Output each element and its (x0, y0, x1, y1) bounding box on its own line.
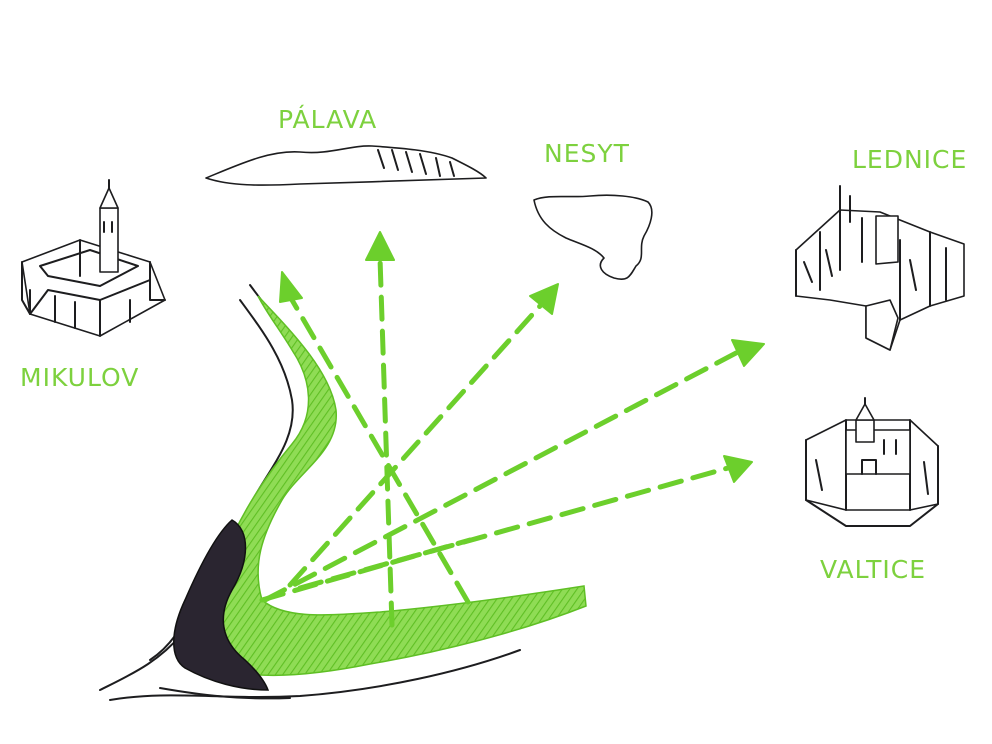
view-lines (259, 231, 765, 628)
palava-hill (205, 145, 487, 186)
hill-silhouette-icon (205, 145, 487, 186)
label-valtice: VALTICE (820, 555, 926, 584)
chateau-icon (805, 397, 939, 527)
label-mikulov: MIKULOV (20, 363, 139, 392)
arrow-head-icon (731, 339, 765, 367)
arrow-head-icon (365, 231, 395, 261)
valtice-chateau (805, 397, 939, 527)
lednice-chateau (795, 185, 965, 351)
label-nesyt: NESYT (544, 139, 630, 168)
green-corridor (207, 295, 587, 676)
castle-icon (21, 179, 166, 337)
view-line-nesyt (287, 303, 543, 588)
view-line-palava-center (377, 255, 395, 628)
arrow-head-icon (279, 271, 303, 303)
label-lednice: LEDNICE (852, 145, 967, 174)
view-line-lednice (262, 349, 741, 603)
pond-outline-icon (533, 194, 653, 281)
label-palava: PÁLAVA (278, 105, 377, 134)
view-line-base (259, 537, 473, 603)
arrow-head-icon (723, 455, 753, 483)
chateau-icon (795, 185, 965, 351)
arrow-head-icon (529, 283, 559, 315)
mikulov-castle (21, 179, 166, 337)
dark-wedge (173, 519, 270, 691)
